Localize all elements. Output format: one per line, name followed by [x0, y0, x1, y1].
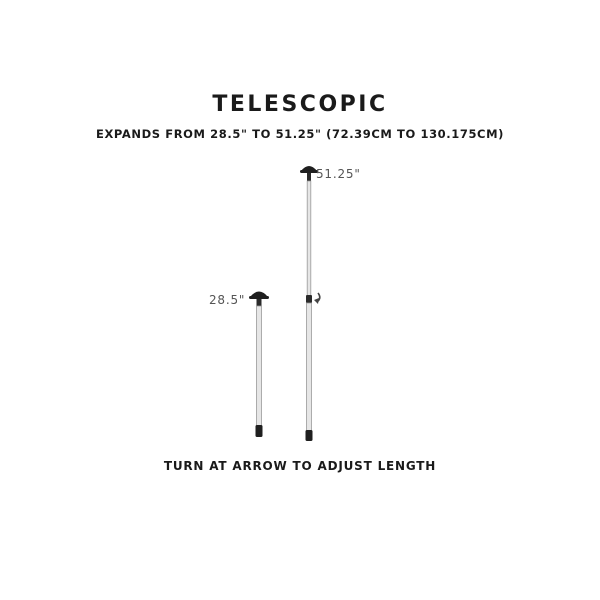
- collapsed-pole-cap: [250, 291, 268, 297]
- extended-pole-lower-section: [306, 302, 312, 432]
- extended-pole: [300, 166, 318, 441]
- collapsed-pole-body: [256, 305, 262, 427]
- length-range-subtitle: EXPANDS FROM 28.5" TO 51.25" (72.39CM TO…: [95, 127, 504, 141]
- extended-pole-upper-section: [306, 180, 312, 297]
- extended-pole-foot: [305, 430, 313, 441]
- page-title: TELESCOPIC: [212, 92, 388, 117]
- extended-length-label: 51.25": [316, 167, 361, 181]
- collapsed-pole: [249, 291, 269, 437]
- collapsed-pole-foot: [255, 425, 263, 437]
- collapsed-length-label: 28.5": [209, 293, 246, 307]
- rotate-arrow-icon: [314, 292, 321, 304]
- extended-pole-cap: [301, 166, 317, 171]
- extended-pole-joint: [306, 295, 312, 303]
- adjust-instruction: TURN AT ARROW TO ADJUST LENGTH: [163, 459, 437, 473]
